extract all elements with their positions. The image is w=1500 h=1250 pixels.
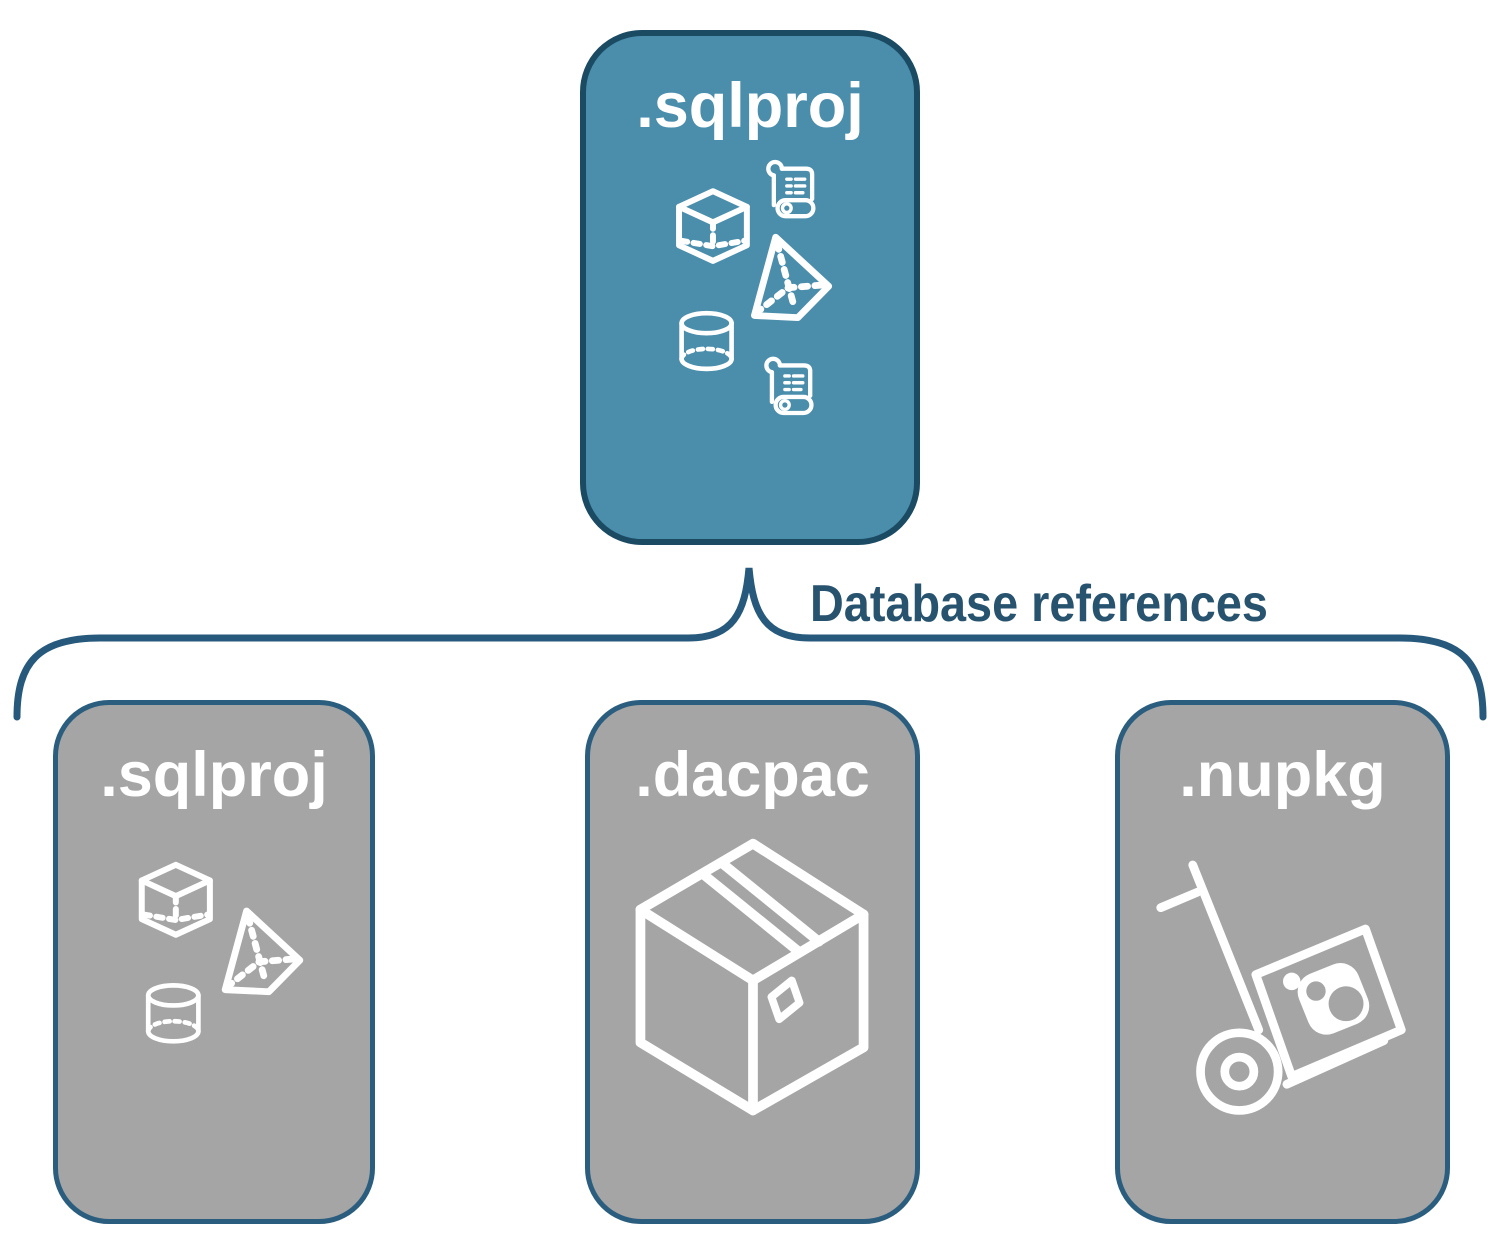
cube-icon bbox=[142, 865, 210, 935]
node-nupkg-label: .nupkg bbox=[1179, 740, 1386, 810]
node-dacpac: .dacpac bbox=[585, 700, 920, 1224]
script-scroll-icon bbox=[766, 359, 811, 413]
cube-icon bbox=[679, 191, 747, 261]
brace-connector bbox=[13, 567, 1487, 721]
pyramid-icon bbox=[208, 901, 305, 1001]
node-sqlproj-main-label: .sqlproj bbox=[636, 71, 864, 141]
node-dacpac-label: .dacpac bbox=[635, 740, 870, 810]
node-sqlproj-child: .sqlproj bbox=[53, 700, 375, 1224]
pyramid-icon bbox=[737, 228, 834, 328]
node-sqlproj-main: .sqlproj bbox=[580, 30, 920, 545]
node-sqlproj-child-label: .sqlproj bbox=[100, 740, 328, 810]
node-nupkg: .nupkg bbox=[1115, 700, 1450, 1224]
script-scroll-icon bbox=[768, 162, 813, 216]
database-cylinder-icon bbox=[682, 313, 732, 369]
database-cylinder-icon bbox=[148, 985, 198, 1041]
connector-label: Database references bbox=[810, 575, 1268, 633]
